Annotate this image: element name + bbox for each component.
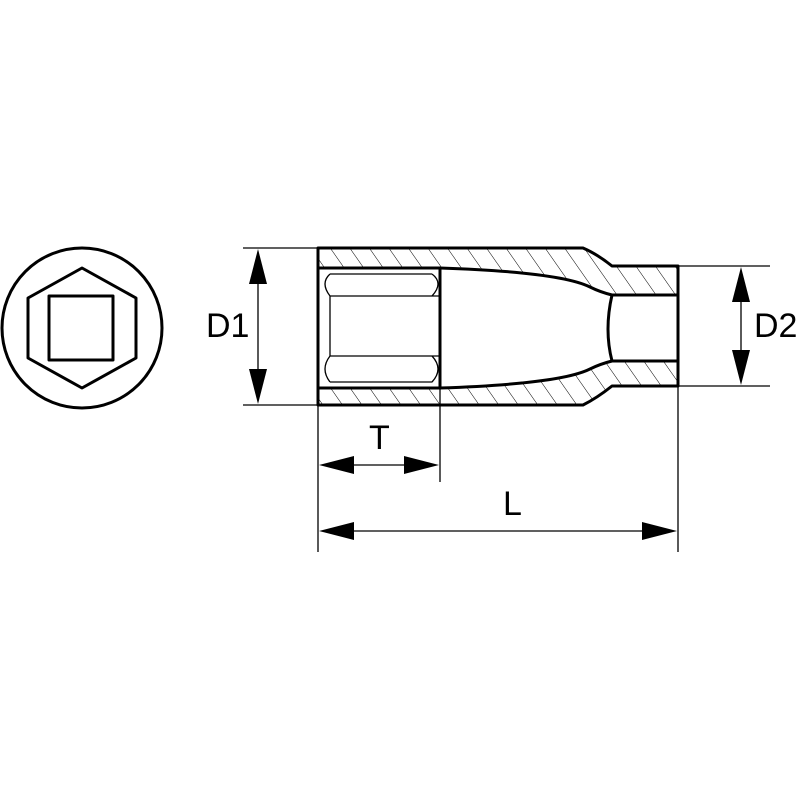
d1-label: D1 xyxy=(206,307,249,345)
l-arrow-left xyxy=(319,522,354,540)
l-label: L xyxy=(503,485,522,523)
t-arrow-left xyxy=(319,456,354,474)
end-view-outer-circle xyxy=(0,246,164,410)
d2-arrow-up xyxy=(732,267,750,302)
d1-arrow-up xyxy=(249,249,267,284)
socket-section-view xyxy=(316,246,680,407)
extension-lines xyxy=(243,247,770,552)
dimension-d1: D1 xyxy=(206,249,267,404)
l-arrow-right xyxy=(642,522,677,540)
hex-cavity xyxy=(316,266,442,390)
socket-end-view xyxy=(0,246,164,410)
d2-label: D2 xyxy=(754,307,797,345)
dimension-t: T xyxy=(319,419,439,474)
bore-lower-line xyxy=(439,359,678,390)
hex-facet-lines xyxy=(324,273,440,383)
hex-socket-icon xyxy=(26,266,138,390)
upper-wall-section xyxy=(318,248,678,295)
d2-arrow-down xyxy=(732,350,750,385)
lower-wall-section xyxy=(318,361,678,405)
dimension-d2: D2 xyxy=(732,267,797,385)
d1-arrow-down xyxy=(249,369,267,404)
t-arrow-right xyxy=(404,456,439,474)
bore-upper-line xyxy=(439,266,678,297)
dimension-l: L xyxy=(319,485,677,540)
square-drive-icon xyxy=(47,294,115,362)
t-label: T xyxy=(369,419,390,457)
square-drive-recess xyxy=(606,294,614,362)
